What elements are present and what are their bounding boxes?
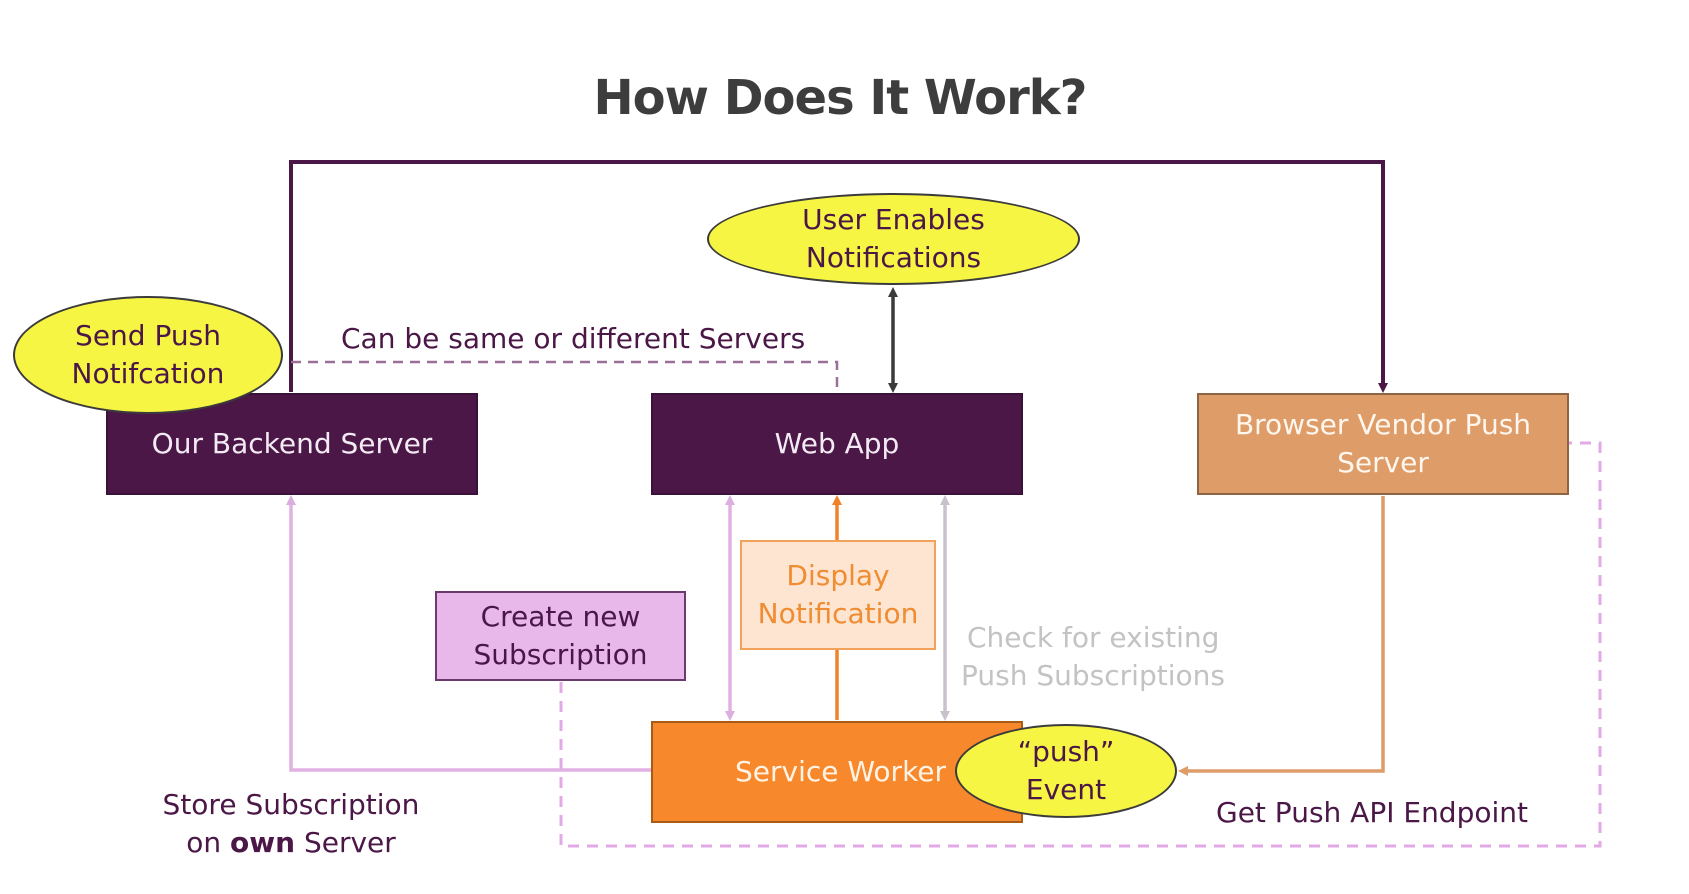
store-subscription-arrow — [286, 495, 652, 772]
send-push-ellipse: Send Push Notifcation — [13, 296, 283, 414]
web-app-label: Web App — [774, 427, 900, 461]
store-subscription-line-2: on own Server — [148, 824, 434, 862]
display-notification-label: Display Notification — [757, 559, 919, 630]
web-app-box: Web App — [651, 393, 1023, 495]
check-existing-line-1: Check for existing — [967, 621, 1220, 654]
same-or-different-label: Can be same or different Servers — [341, 322, 806, 355]
backend-server-label: Our Backend Server — [151, 427, 433, 461]
send-push-label: Send Push Notifcation — [71, 319, 225, 390]
backend-to-vendor-arrow — [289, 160, 1388, 393]
display-notification-box: Display Notification — [740, 540, 936, 650]
store-subscription-line-1: Store Subscription — [162, 788, 420, 821]
vendor-to-push-arrow — [1178, 496, 1385, 776]
check-existing-line-2: Push Subscriptions — [961, 658, 1225, 692]
create-subscription-box: Create new Subscription — [435, 591, 686, 681]
vendor-push-server-label: Browser Vendor Push Server — [1234, 408, 1532, 479]
store-bold: own — [230, 825, 296, 859]
store-post: Server — [295, 825, 396, 859]
service-worker-label: Service Worker — [735, 755, 947, 789]
create-subscription-label: Create new Subscription — [473, 600, 648, 671]
store-pre: on — [186, 825, 230, 859]
user-enables-label: User Enables Notifications — [802, 203, 985, 274]
user-enables-ellipse: User Enables Notifications — [707, 193, 1080, 285]
endpoint-dashed-line — [559, 441, 1602, 848]
page-title: How Does It Work? — [593, 70, 1087, 126]
push-event-ellipse: “push” Event — [955, 724, 1177, 818]
vendor-push-server-box: Browser Vendor Push Server — [1197, 393, 1569, 495]
push-event-label: “push” Event — [1017, 735, 1115, 806]
same-server-dashed-line — [291, 360, 839, 392]
get-endpoint-label: Get Push API Endpoint — [1216, 796, 1528, 829]
check-existing-label: Check for existing Push Subscriptions — [961, 619, 1225, 695]
store-subscription-label: Store Subscription on own Server — [148, 786, 434, 862]
